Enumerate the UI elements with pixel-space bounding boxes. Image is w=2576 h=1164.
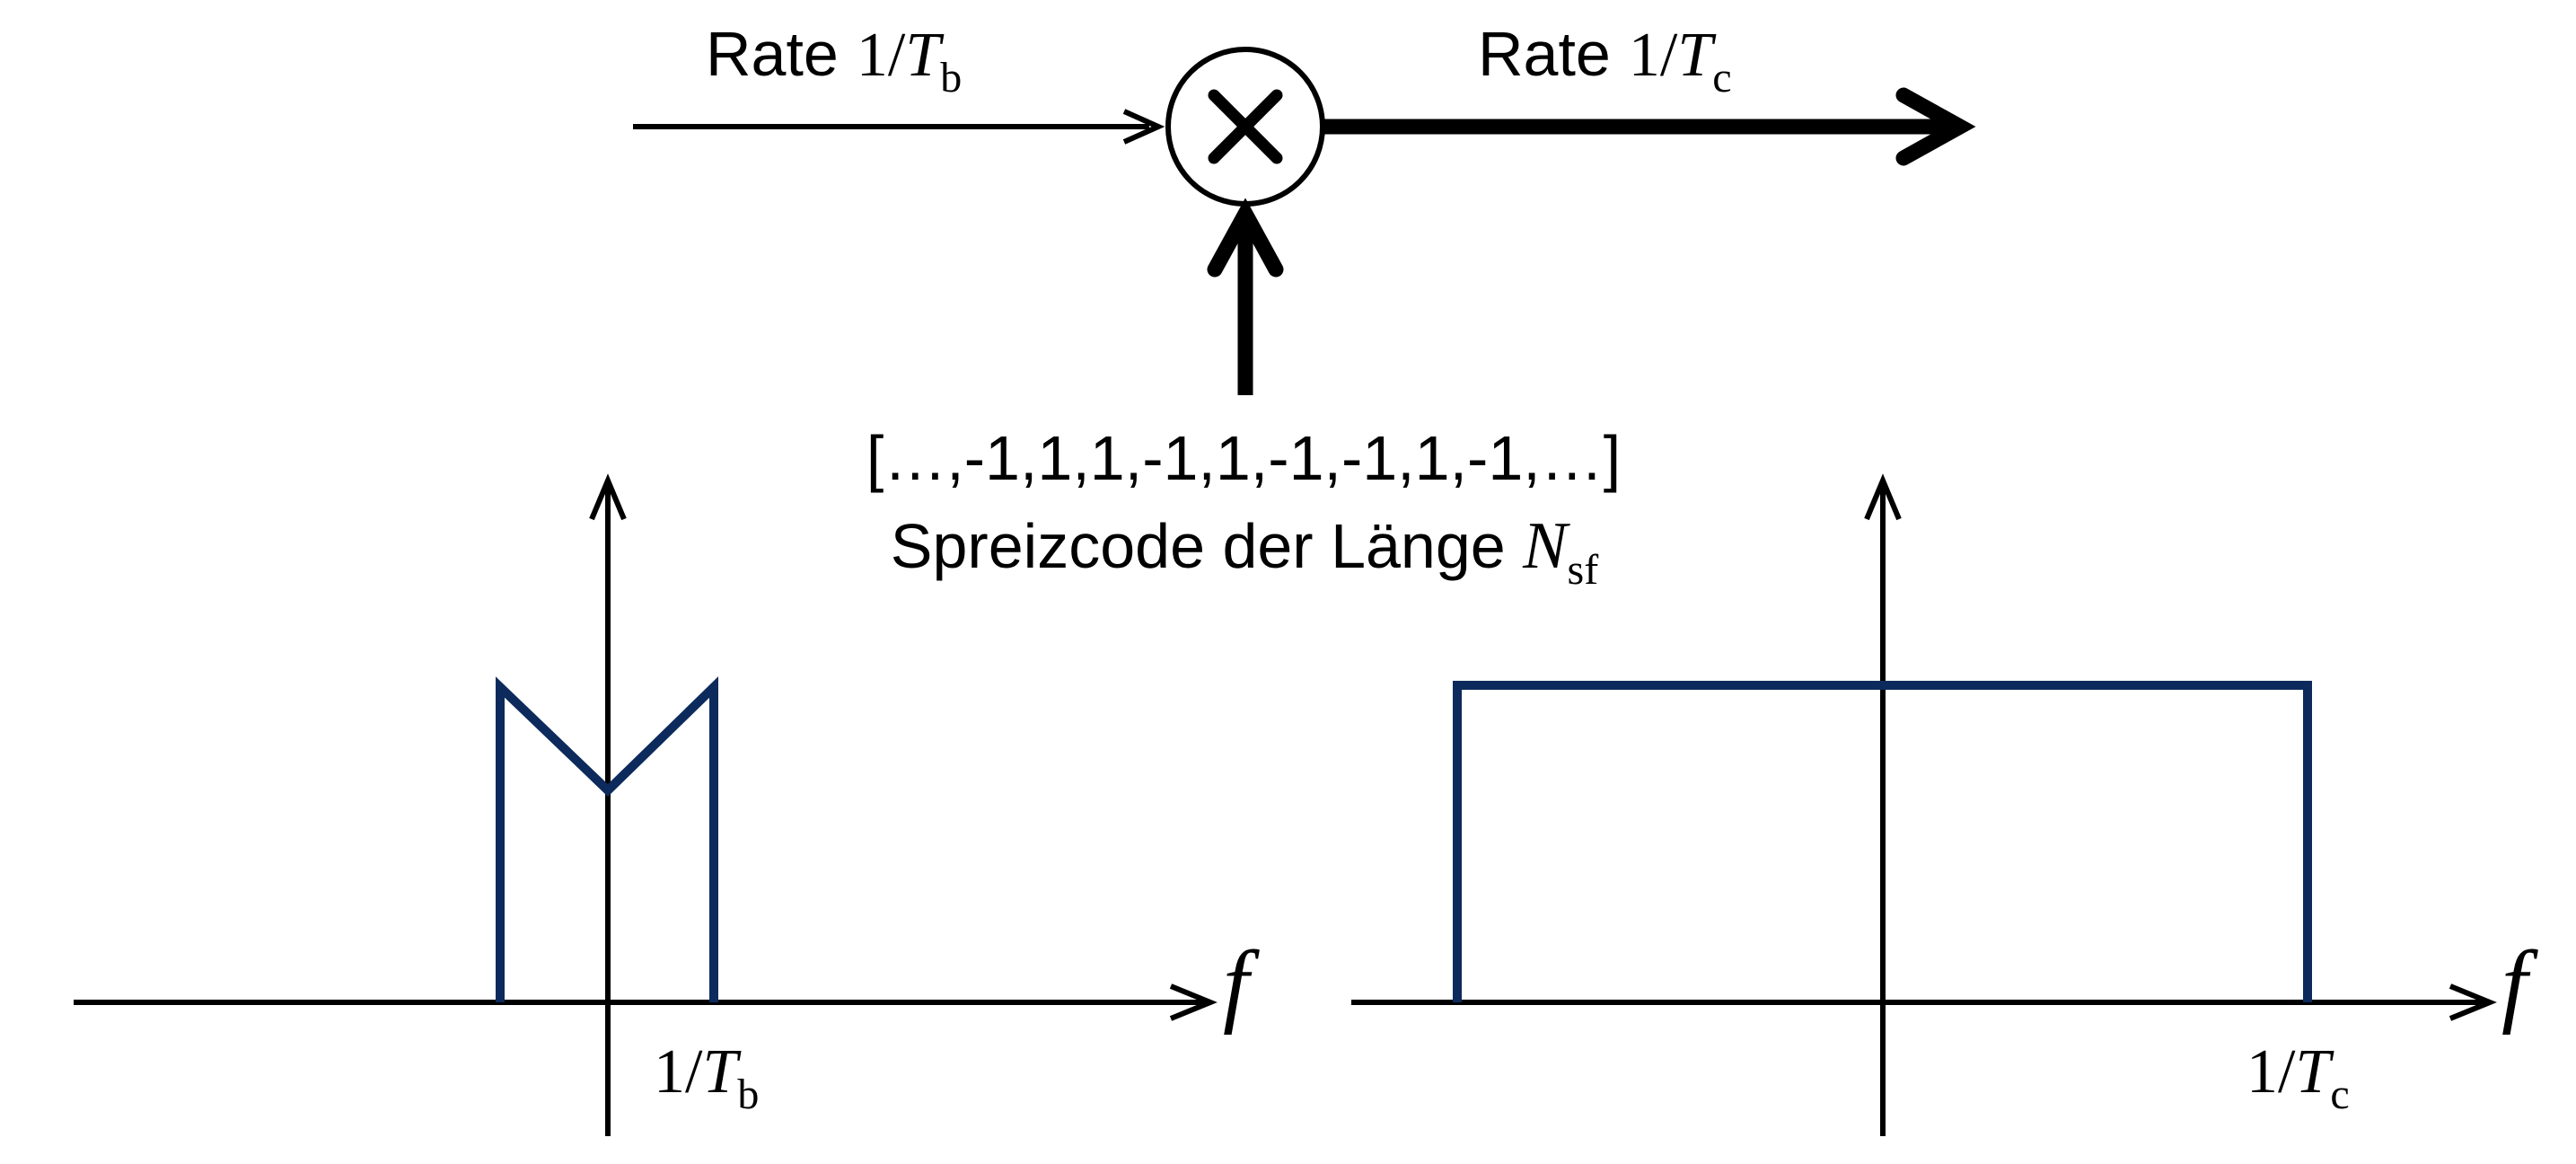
left-f-axis-label: f	[1223, 932, 1260, 1036]
left-bandwidth-tick-label: 1/Tb	[654, 1037, 759, 1118]
wideband-spectrum	[1453, 681, 2312, 1002]
spectrum-after-spreading: f 1/Tc	[1351, 473, 2538, 1136]
multiplier	[1165, 47, 1325, 207]
right-power-axis-arrowhead	[1864, 473, 1902, 521]
right-bandwidth-tick-label: 1/Tc	[2246, 1037, 2350, 1118]
code-arrowhead	[1207, 198, 1284, 278]
right-f-axis-label: f	[2501, 932, 2538, 1036]
left-f-axis-arrowhead	[1169, 983, 1218, 1021]
circled-times-icon	[1208, 89, 1283, 164]
spreading-code-sequence: […,-1,1,1,-1,1,-1,-1,1,-1,…]	[866, 423, 1621, 493]
spreading-code-caption: Spreizcode der Länge Nsf	[891, 509, 1598, 594]
left-power-axis-arrowhead	[589, 473, 627, 521]
input-arrowhead	[1122, 109, 1165, 145]
narrowband-spectrum	[496, 676, 718, 1002]
spectrum-before-spreading: f 1/Tb	[74, 473, 1260, 1136]
output-arrowhead	[1895, 87, 1976, 166]
right-f-axis-arrowhead	[2449, 983, 2497, 1021]
